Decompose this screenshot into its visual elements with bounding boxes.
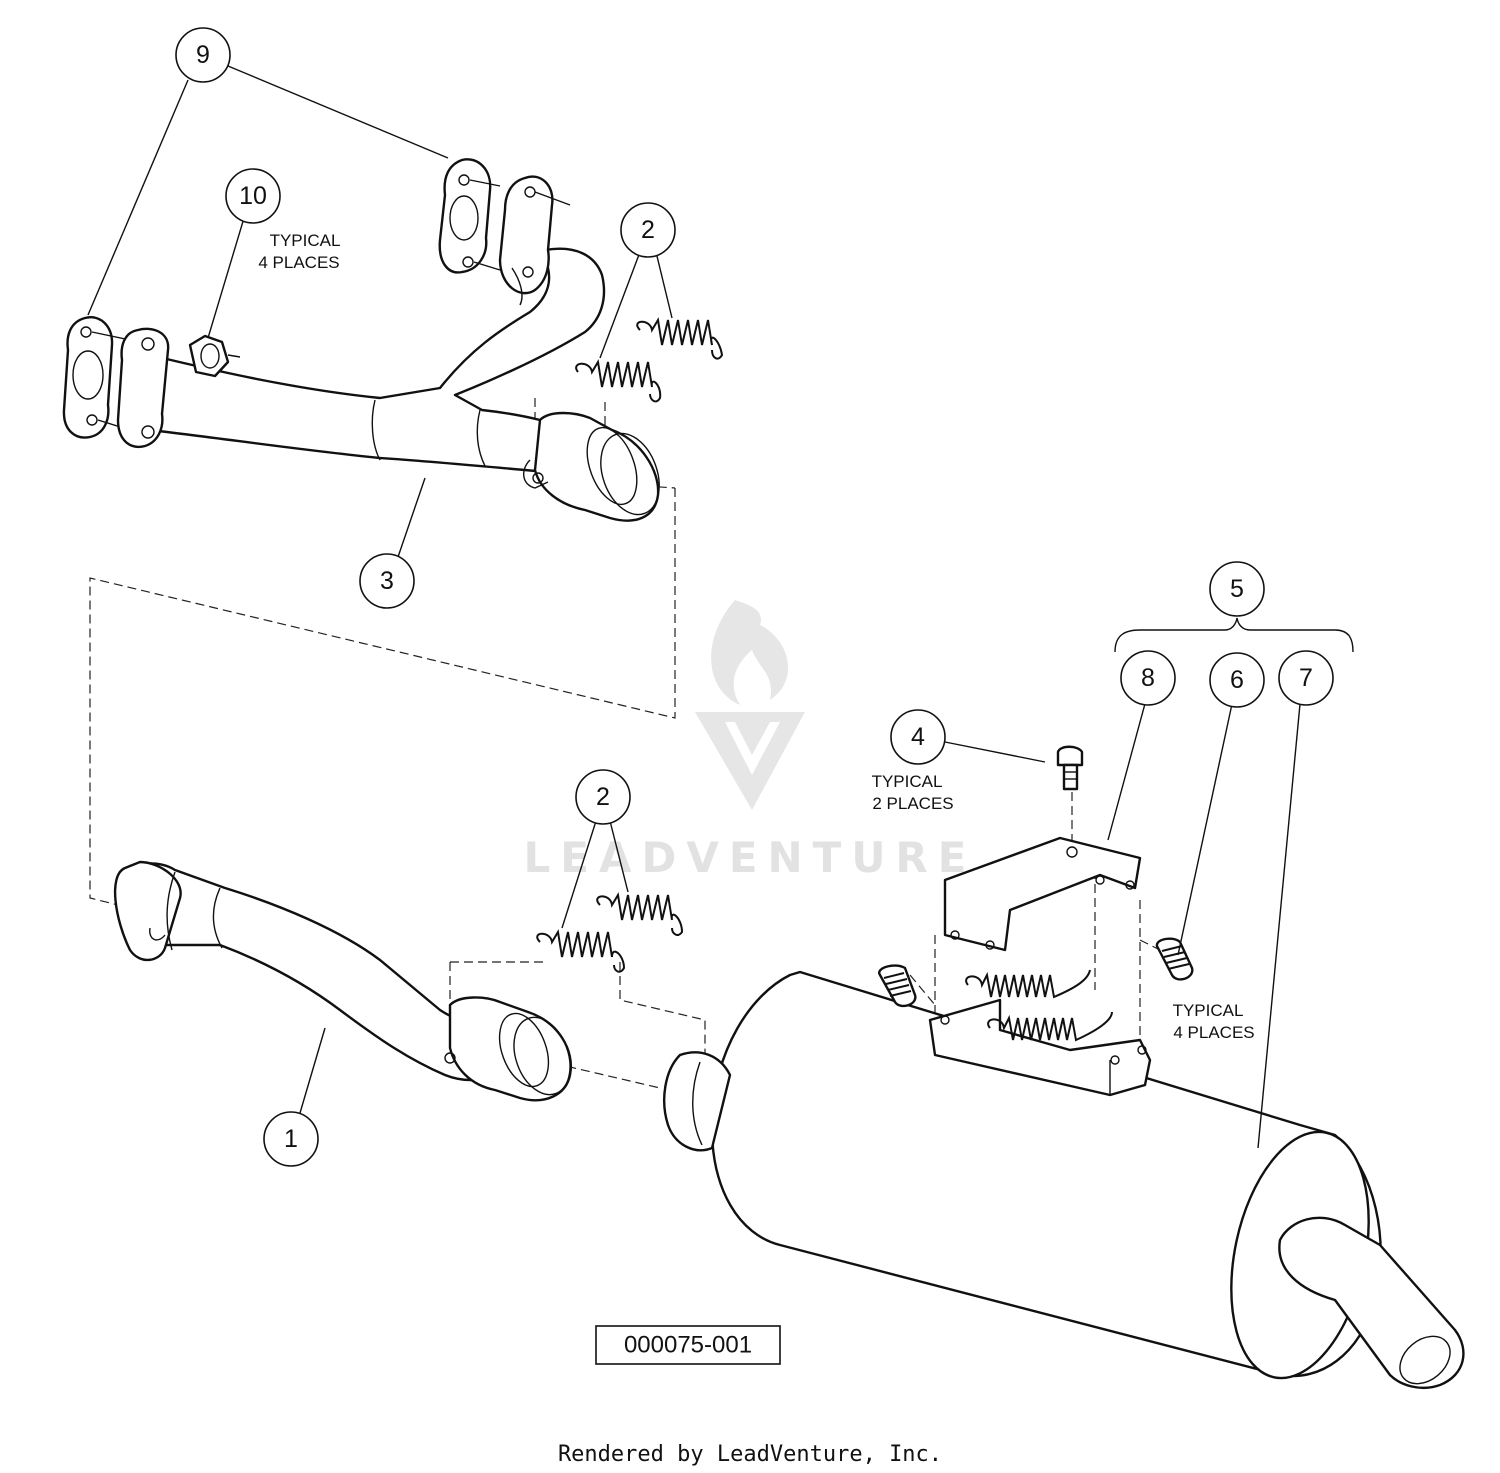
- mounting-bracket: [928, 836, 1152, 1097]
- springs-lower: [536, 892, 684, 973]
- callout-7: 7: [1278, 650, 1334, 706]
- note-item-6: TYPICAL 4 PLACES: [1173, 1001, 1255, 1042]
- svg-text:5: 5: [1230, 575, 1244, 603]
- svg-text:4 PLACES: 4 PLACES: [1173, 1023, 1254, 1042]
- spring-isolator-right: [1155, 937, 1194, 981]
- svg-text:TYPICAL: TYPICAL: [1173, 1001, 1244, 1020]
- svg-text:2: 2: [641, 216, 655, 244]
- gasket-upper: [438, 158, 501, 274]
- svg-text:1: 1: [284, 1125, 298, 1153]
- gasket-lower: [62, 316, 131, 439]
- callout-4: 4: [890, 709, 946, 765]
- lower-pipe: [113, 860, 573, 1102]
- svg-text:000075-001: 000075-001: [624, 1332, 752, 1359]
- svg-text:4 PLACES: 4 PLACES: [258, 253, 339, 272]
- muffler: [663, 970, 1465, 1389]
- callout-10: 10: [225, 168, 281, 224]
- svg-text:TYPICAL: TYPICAL: [270, 231, 341, 250]
- callout-1: 1: [263, 1111, 319, 1167]
- svg-text:4: 4: [911, 723, 925, 751]
- callout-6: 6: [1209, 652, 1265, 708]
- svg-text:8: 8: [1141, 664, 1155, 692]
- bolt: [1056, 745, 1084, 791]
- leadventure-watermark: LEADVENTURE: [524, 600, 977, 882]
- svg-text:3: 3: [380, 567, 394, 595]
- note-item-10: TYPICAL 4 PLACES: [258, 231, 340, 272]
- callout-3: 3: [359, 553, 415, 609]
- diagram-code-label: 000075-001: [595, 1325, 781, 1365]
- svg-text:10: 10: [239, 182, 267, 210]
- callout-8: 8: [1120, 650, 1176, 706]
- spring-isolator-left: [878, 964, 917, 1008]
- callout-9: 9: [175, 27, 231, 83]
- svg-text:6: 6: [1230, 666, 1244, 694]
- footer-credit: Rendered by LeadVenture, Inc.: [558, 1442, 942, 1467]
- svg-text:9: 9: [196, 41, 210, 69]
- callout-5: 5: [1209, 561, 1265, 617]
- callout-2-upper: 2: [620, 202, 676, 258]
- note-item-4: TYPICAL 2 PLACES: [872, 772, 954, 813]
- y-pipe: [116, 175, 660, 522]
- bracket-springs: [878, 937, 1194, 1042]
- watermark-text: LEADVENTURE: [524, 833, 977, 882]
- leader-lines: [87, 65, 1354, 1149]
- springs-upper: [575, 317, 724, 403]
- callout-2-lower: 2: [575, 769, 631, 825]
- svg-text:2: 2: [596, 783, 610, 811]
- svg-text:2 PLACES: 2 PLACES: [872, 794, 953, 813]
- svg-text:7: 7: [1299, 664, 1313, 692]
- svg-text:TYPICAL: TYPICAL: [872, 772, 943, 791]
- nut: [188, 334, 241, 378]
